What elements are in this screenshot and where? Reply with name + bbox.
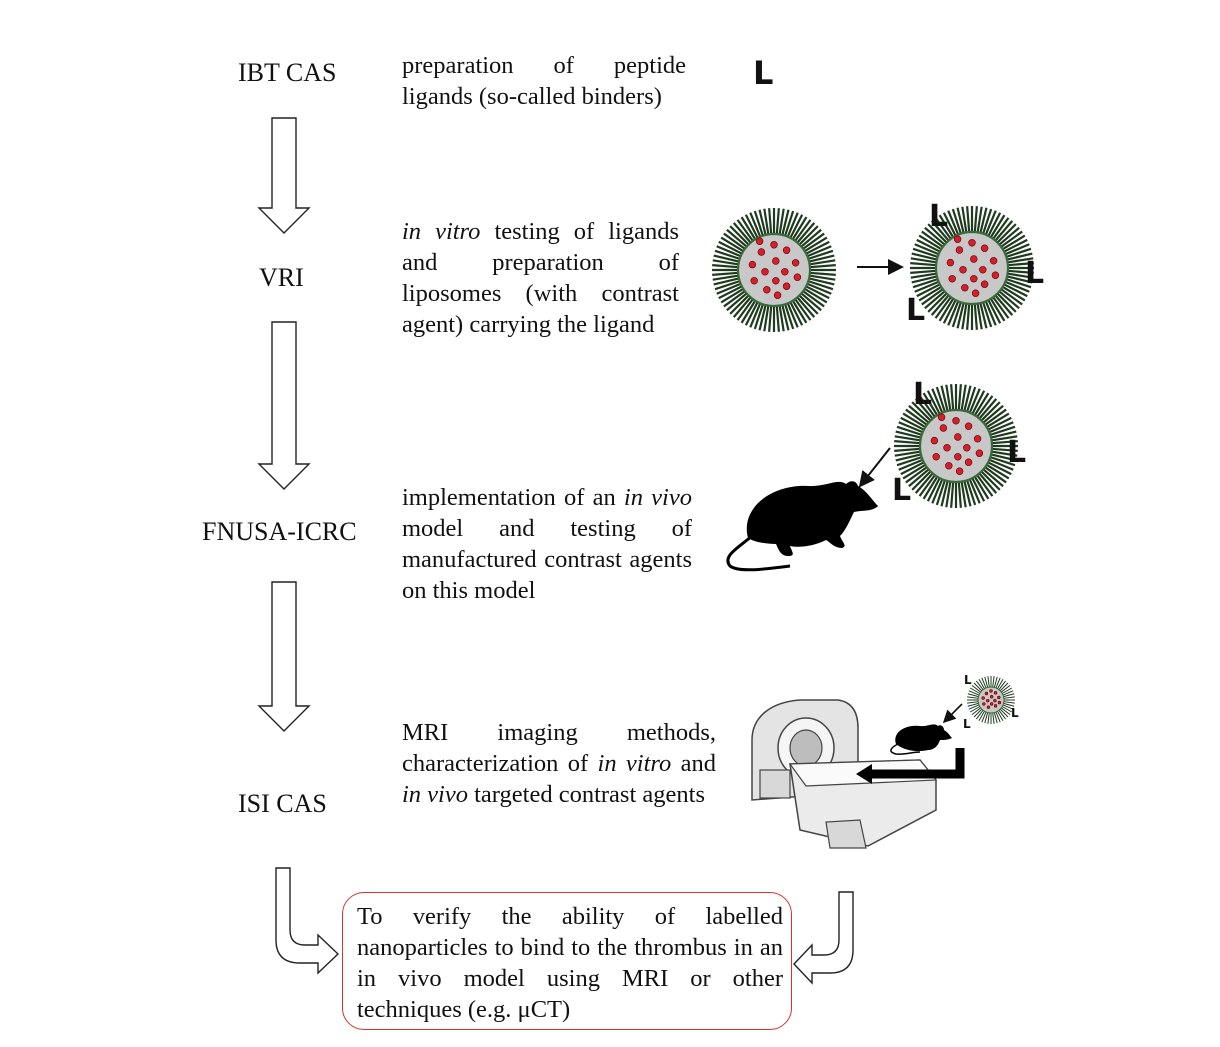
ligand-letter: L [929, 199, 948, 234]
ligand-letter: L [892, 473, 911, 508]
arrow-to-goal-right-icon [793, 891, 854, 985]
ligand-letter: L [1025, 256, 1044, 291]
liposome-with-ligand-icon [894, 384, 1018, 508]
arrow-icon [942, 703, 963, 724]
institution-fnusa-icrc: FNUSA-ICRC [202, 517, 357, 546]
ligand-letter: L [753, 54, 773, 92]
institution-isi-cas: ISI CAS [238, 789, 327, 818]
step4-text3: targeted contrast agents [468, 781, 705, 808]
liposome-with-ligand-icon [967, 676, 1015, 724]
arrow-icon [858, 447, 891, 488]
step4-italic2: in vivo [402, 781, 468, 808]
ligand-letter: L [963, 717, 971, 731]
step4-text1: MRI imaging methods, characterization of [402, 719, 716, 777]
step3-text1: implementation of an [402, 484, 624, 511]
step1-description: preparation of peptide ligands (so-calle… [402, 52, 686, 110]
arrow-icon [870, 748, 965, 779]
step2-italic: in vitro [402, 218, 481, 245]
arrow-down-icon [257, 117, 311, 234]
step4-description: MRI imaging methods, characterization of… [402, 717, 716, 810]
institution-vri: VRI [259, 263, 304, 292]
institution-ibt-cas: IBT CAS [238, 58, 337, 87]
ligand-letter: L [913, 377, 932, 412]
rat-icon [890, 724, 952, 755]
ligand-letter: L [964, 673, 972, 687]
arrow-to-goal-left-icon [275, 867, 340, 975]
mri-scanner-icon [751, 699, 938, 849]
liposome-icon [712, 208, 836, 332]
goal-box: To verify the ability of labelled nanopa… [342, 892, 792, 1030]
step3-italic: in vivo [623, 484, 692, 511]
step3-text2: model and testing of manufactured contra… [402, 515, 692, 604]
ligand-letter: L [1007, 435, 1026, 470]
rat-icon [726, 481, 878, 572]
step2-description: in vitro testing of ligands and preparat… [402, 216, 679, 340]
ligand-letter: L [906, 293, 925, 328]
liposome-with-ligand-icon [910, 206, 1034, 330]
arrow-down-icon [257, 321, 311, 490]
step4-italic1: in vitro [597, 750, 672, 777]
arrow-down-icon [257, 581, 311, 732]
step2-text: testing of ligands and preparation of li… [402, 218, 679, 338]
step4-text2: and [671, 750, 716, 777]
step3-description: implementation of an in vivo model and t… [402, 482, 692, 606]
arrow-head-icon [856, 764, 872, 784]
ligand-letter: L [1011, 706, 1019, 720]
